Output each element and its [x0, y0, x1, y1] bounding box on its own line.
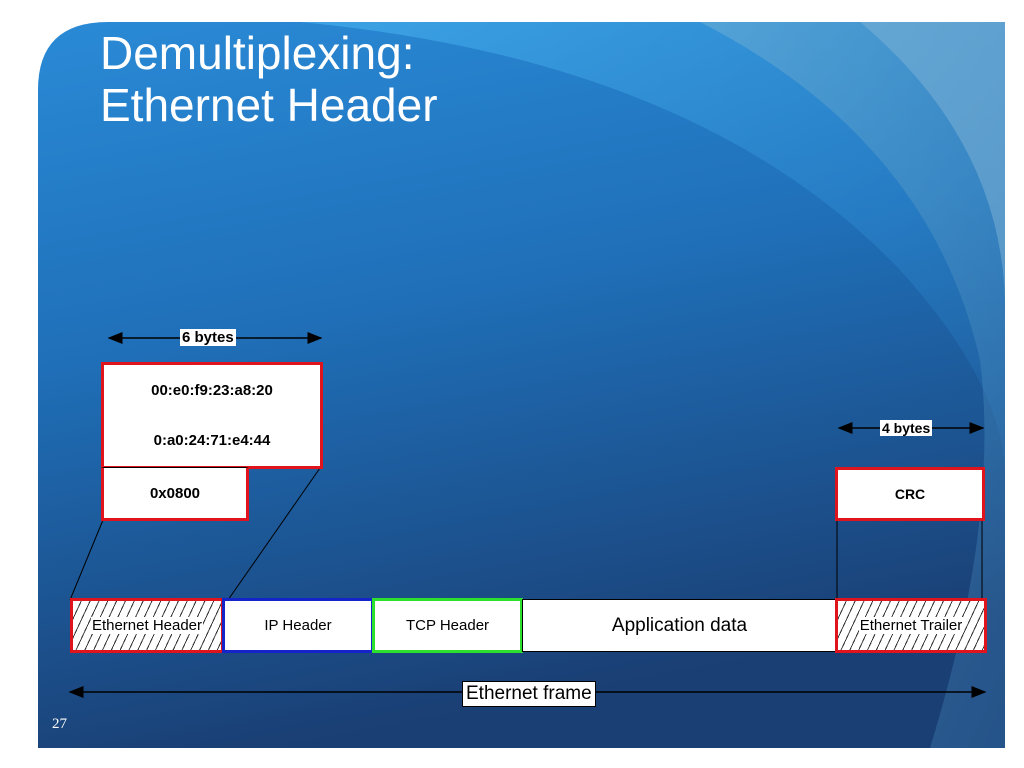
- four-bytes-label: 4 bytes: [880, 420, 933, 436]
- title-line-2: Ethernet Header: [100, 79, 438, 131]
- zoom-line-left: [69, 519, 104, 601]
- segment-application-data: Application data: [522, 599, 837, 652]
- segment-ip-header: IP Header: [222, 598, 374, 653]
- ethertype-field: 0x0800: [101, 467, 249, 521]
- segment-ethernet-trailer: Ethernet Trailer: [835, 598, 987, 653]
- segment-tcp-header: TCP Header: [372, 598, 523, 653]
- crc-field: CRC: [835, 467, 985, 521]
- segment-ethernet-header-label: Ethernet Header: [90, 617, 204, 634]
- six-bytes-label: 6 bytes: [180, 329, 236, 346]
- segment-ethernet-header: Ethernet Header: [70, 598, 224, 653]
- ethernet-frame-label: Ethernet frame: [462, 681, 596, 707]
- page-number: 27: [52, 716, 67, 732]
- zoom-line-right: [227, 467, 321, 601]
- segment-ethernet-trailer-label: Ethernet Trailer: [858, 617, 964, 634]
- src-address-field: 0:a0:24:71:e4:44: [101, 415, 323, 469]
- title-line-1: Demultiplexing:: [100, 27, 415, 79]
- dest-address-field: 00:e0:f9:23:a8:20: [101, 362, 323, 416]
